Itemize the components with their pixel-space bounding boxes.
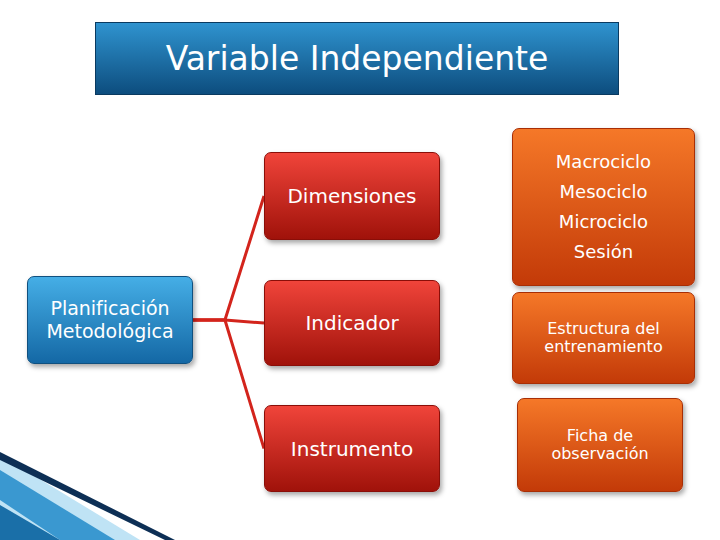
node-text: Dimensiones (287, 184, 416, 208)
instrument-box: Instrumento (264, 405, 440, 492)
connector-line (193, 320, 264, 449)
dimension-box: Dimensiones (264, 152, 440, 240)
node-text: Estructura del entrenamiento (523, 320, 684, 356)
connector-line (193, 196, 264, 320)
node-text: Instrumento (291, 437, 413, 461)
corner-streak (0, 452, 175, 540)
diagram-title: Variable Independiente (166, 39, 549, 78)
title-banner: Variable Independiente (95, 22, 619, 95)
node-text: Macrociclo (556, 147, 651, 177)
detail-box: MacrocicloMesocicloMicrocicloSesión (512, 128, 695, 286)
node-text: Planificación Metodológica (38, 297, 182, 343)
detail-box: Ficha de observación (517, 398, 683, 492)
indicator-box: Indicador (264, 280, 440, 366)
node-text: Mesociclo (560, 177, 648, 207)
node-text: Sesión (574, 237, 633, 267)
detail-box: Estructura del entrenamiento (512, 292, 695, 384)
node-text: Indicador (305, 311, 398, 335)
corner-streak (0, 505, 60, 540)
root-box: Planificación Metodológica (27, 276, 193, 364)
node-text: Microciclo (559, 207, 648, 237)
node-text: Ficha de observación (528, 427, 672, 463)
